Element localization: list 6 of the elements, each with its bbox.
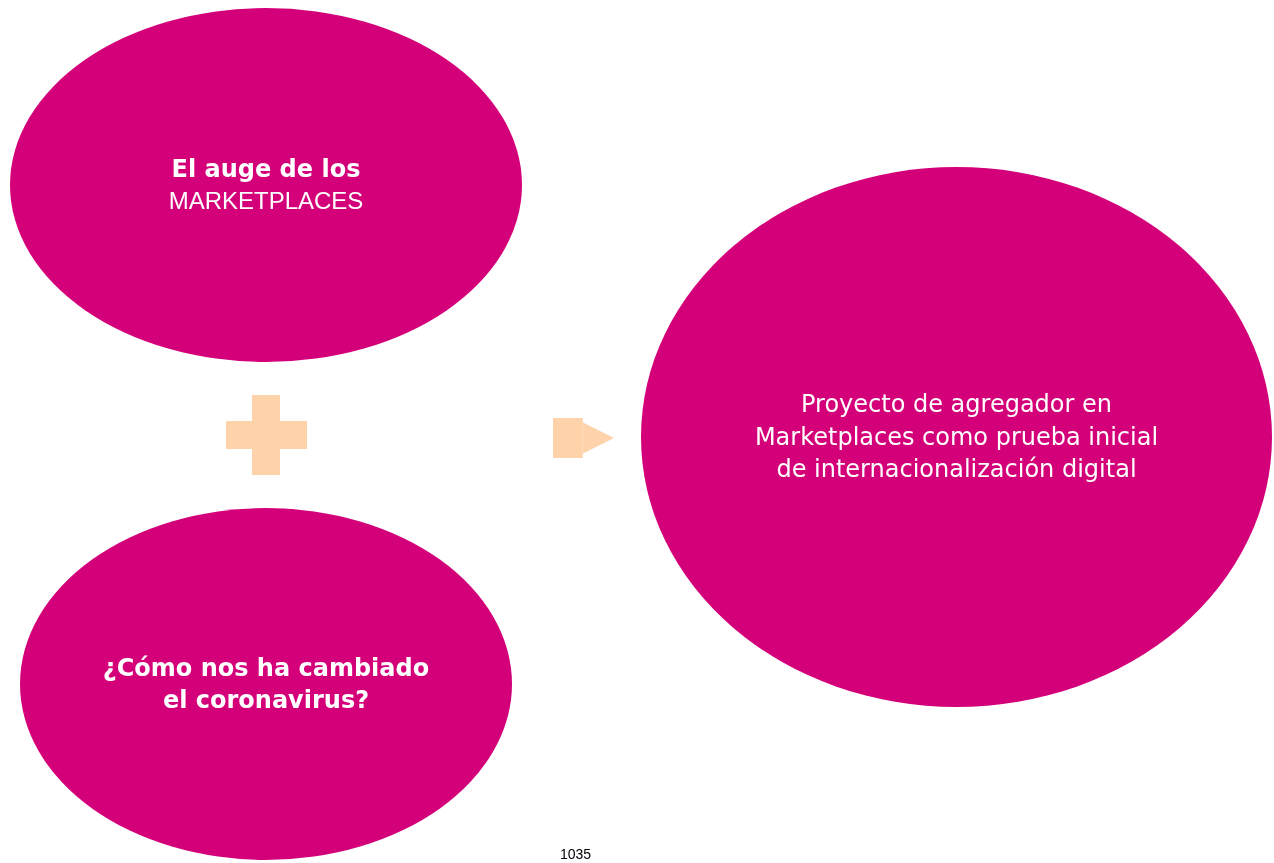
block-arrow <box>553 418 614 458</box>
node-text: El auge de los <box>171 153 361 185</box>
page-number: 1035 <box>560 846 592 862</box>
node-text: ¿Cómo nos ha cambiado el coronavirus? <box>101 652 431 716</box>
node-text: MARKETPLACES <box>168 186 364 216</box>
node-text: Proyecto de agregador en Marketplaces como prueba inicial de internacionalización digital <box>753 389 1160 486</box>
